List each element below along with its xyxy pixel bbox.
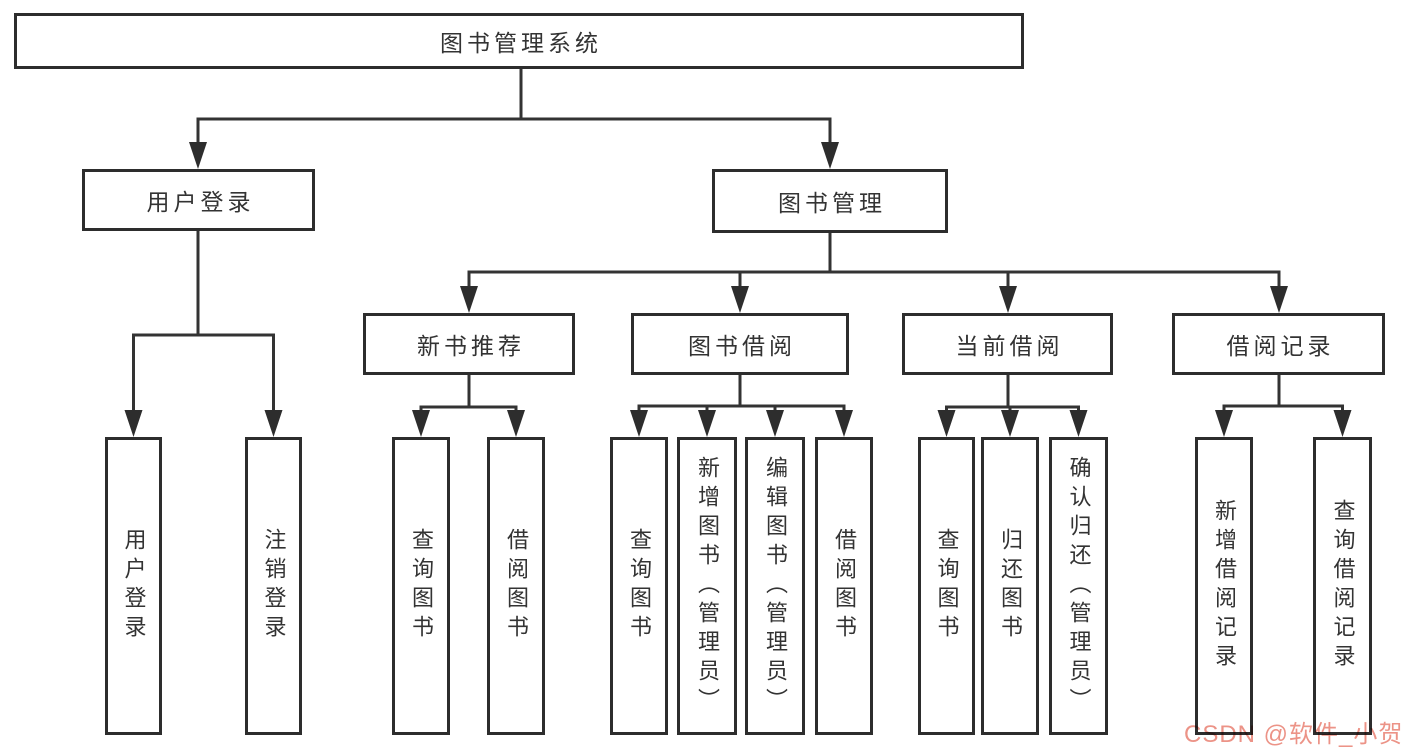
node-add-borrow-record: 新增借阅记录: [1195, 437, 1253, 735]
node-new-book-recommendation: 新书推荐: [363, 313, 575, 375]
node-query-books-borrowing: 查询图书: [610, 437, 668, 735]
node-add-books-admin: 新增图书（管理员）: [677, 437, 737, 735]
node-borrow-books-borrowing: 借阅图书: [815, 437, 873, 735]
node-user-login: 用户登录: [82, 169, 315, 231]
edge-borrowing-records-to-leaves: [1215, 373, 1352, 437]
node-edit-books-admin: 编辑图书（管理员）: [745, 437, 805, 735]
node-borrowing-records: 借阅记录: [1172, 313, 1385, 375]
watermark: CSDN @软件_小贺同学: [1184, 721, 1405, 747]
edge-user-login-to-leaves: [124, 229, 283, 437]
node-book-borrowing: 图书借阅: [631, 313, 849, 375]
edge-book-borrowing-to-leaves: [630, 373, 853, 437]
node-query-borrow-record: 查询借阅记录: [1313, 437, 1372, 735]
node-user-login-leaf: 用户登录: [105, 437, 162, 735]
node-library-management-system: 图书管理系统: [14, 13, 1024, 69]
edge-book-management-to-level2: [460, 231, 1288, 313]
edge-new-book-recommendation-to-leaves: [412, 373, 525, 437]
node-book-management: 图书管理: [712, 169, 948, 233]
node-logout: 注销登录: [245, 437, 302, 735]
edge-root-to-level1: [189, 67, 839, 169]
node-query-books-current: 查询图书: [918, 437, 975, 735]
node-borrow-books-recommend: 借阅图书: [487, 437, 545, 735]
node-query-books-recommend: 查询图书: [392, 437, 450, 735]
edge-current-borrowing-to-leaves: [937, 373, 1088, 437]
node-current-borrowing: 当前借阅: [902, 313, 1113, 375]
node-return-books: 归还图书: [981, 437, 1039, 735]
node-confirm-return-admin: 确认归还（管理员）: [1049, 437, 1108, 735]
